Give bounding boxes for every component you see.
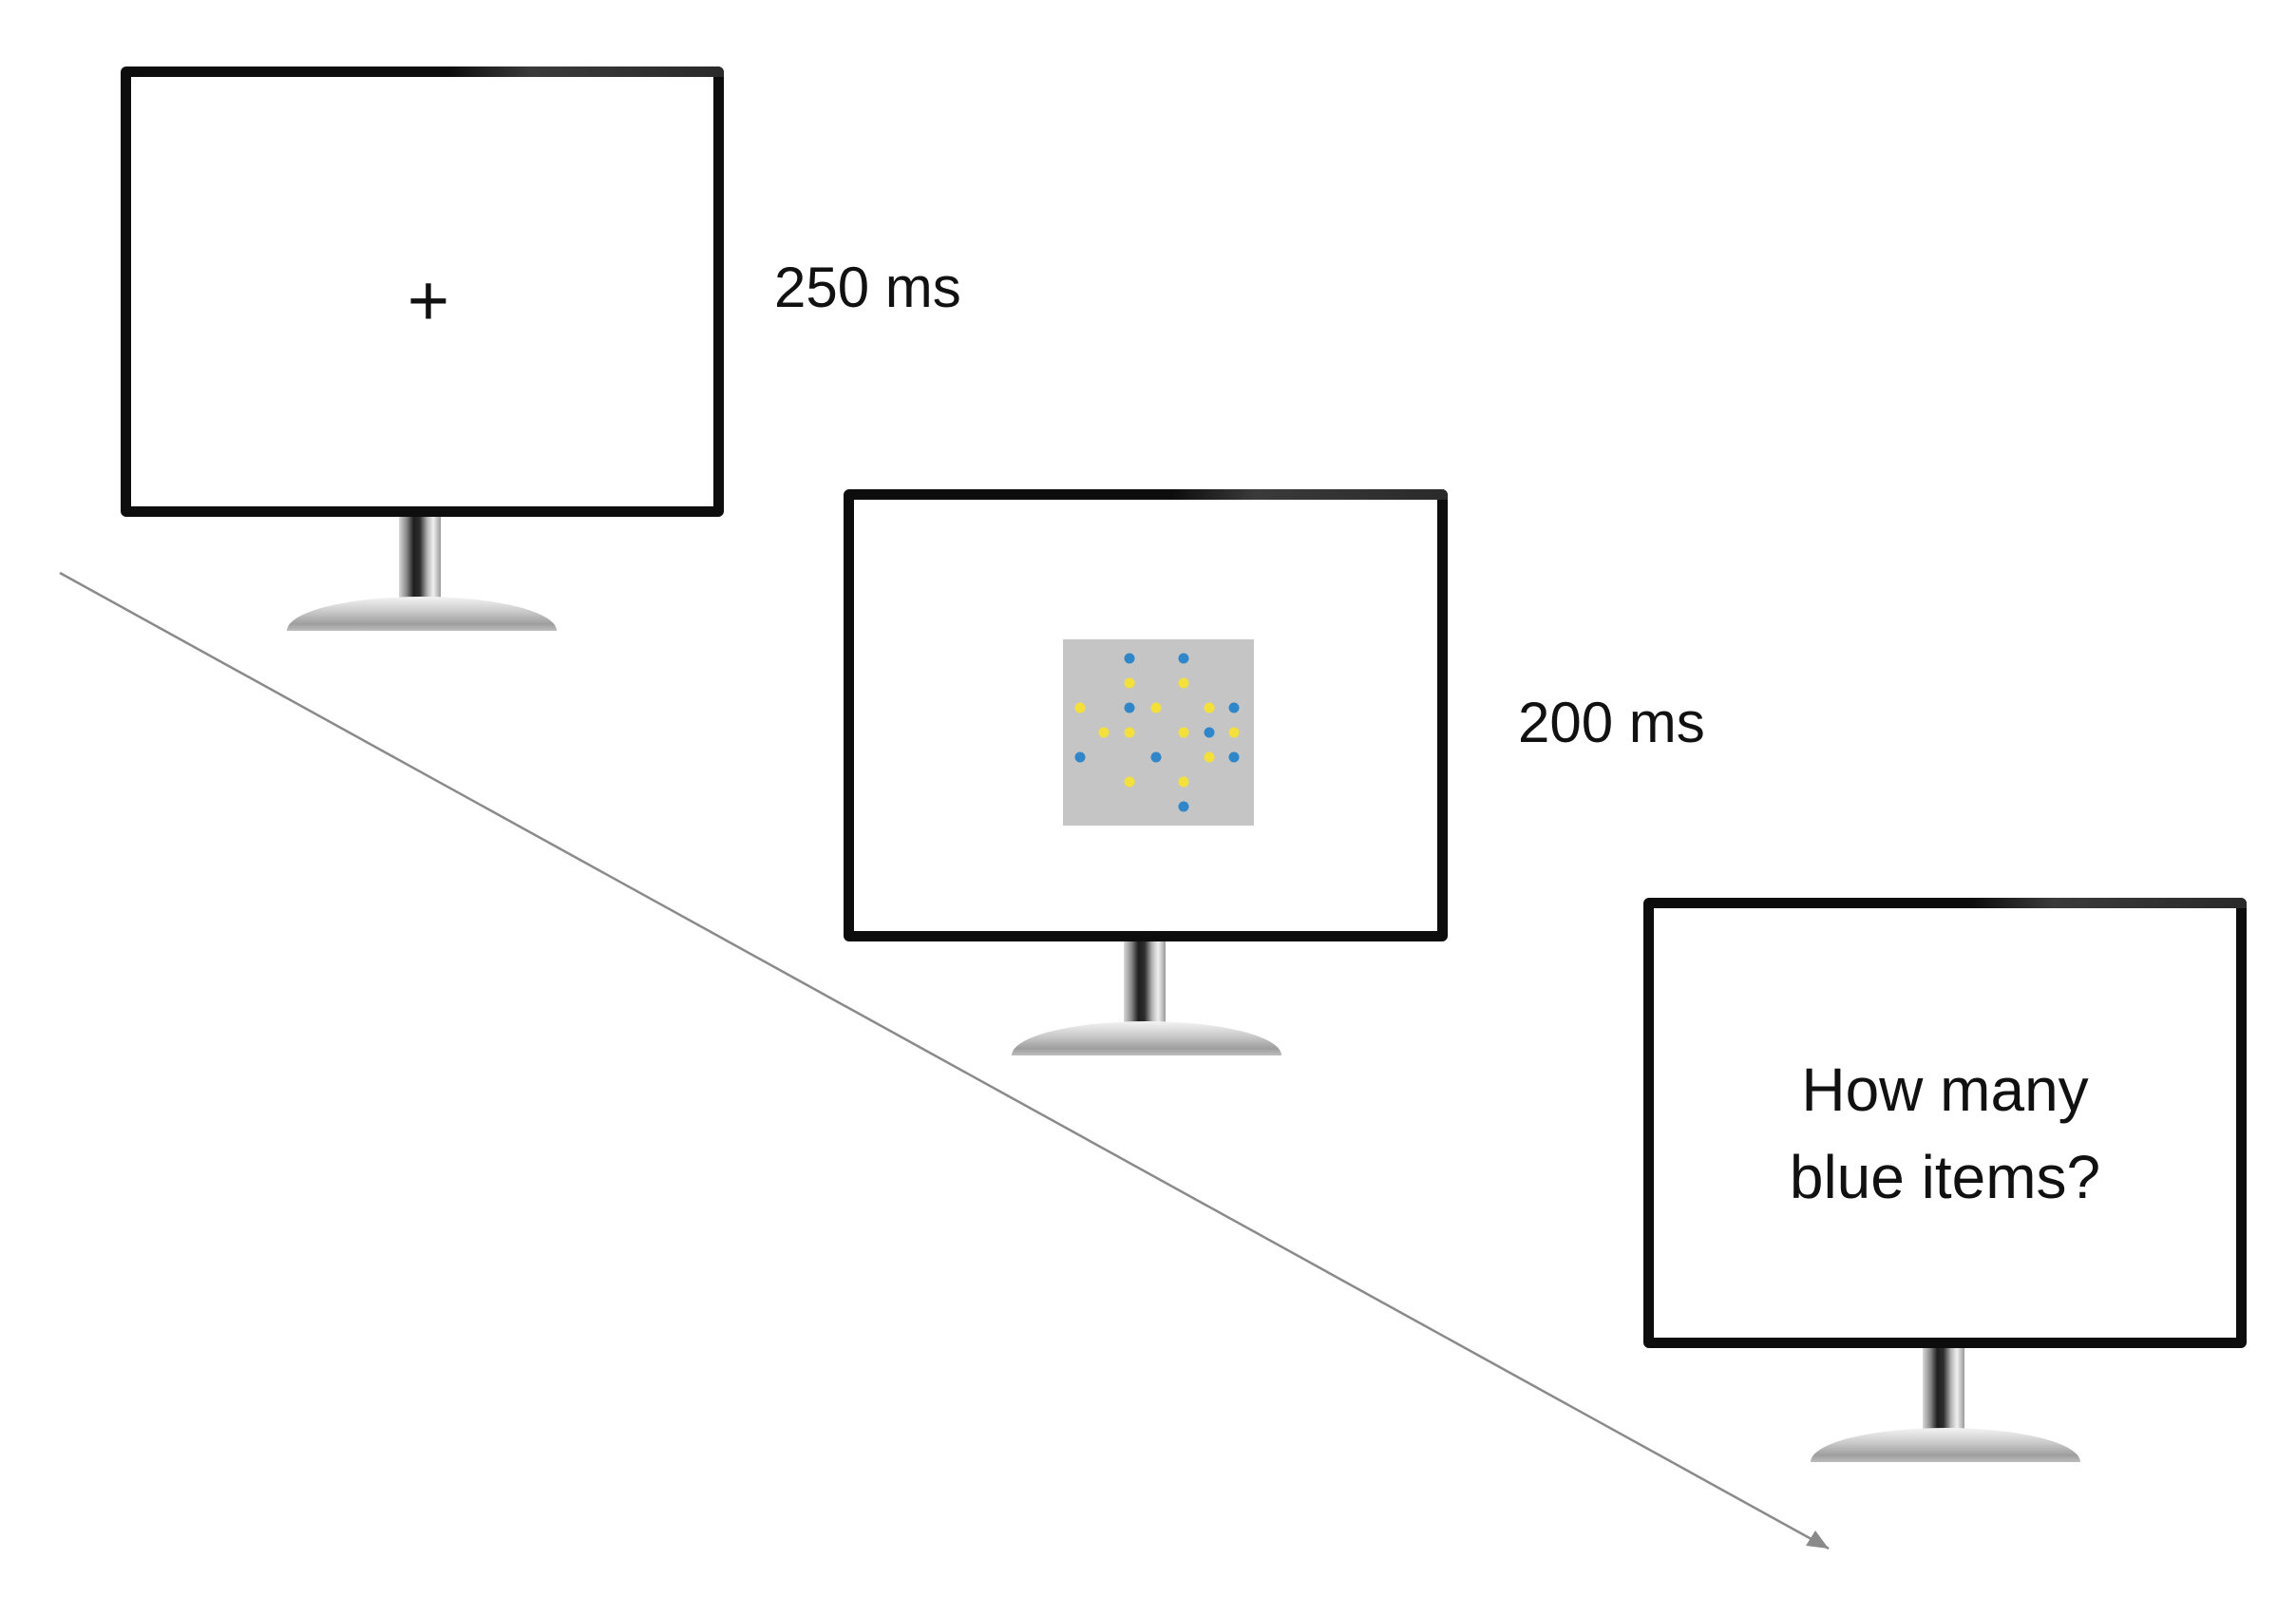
timeline-arrowhead [1806,1530,1829,1549]
screen-bezel-highlight [448,67,724,77]
timeline-line [59,571,1830,1550]
blue-dot [1178,801,1189,812]
monitor-stand-neck [1124,941,1166,1022]
screen-bezel-highlight [1172,489,1448,500]
fixation-cross: + [407,260,450,341]
blue-dot [1228,702,1240,713]
blue-dot [1074,751,1086,763]
yellow-dot [1150,702,1162,713]
blue-dot [1228,751,1240,763]
yellow-dot [1124,727,1135,738]
yellow-dot [1178,677,1189,689]
monitor-screen: How many blue items? [1643,898,2247,1348]
blue-dot [1124,653,1135,664]
monitor-screen: + [121,67,724,517]
question-line-1: How many [1801,1055,2089,1124]
yellow-dot [1204,702,1215,713]
blue-dot [1124,702,1135,713]
blue-dot [1178,653,1189,664]
yellow-dot [1178,776,1189,788]
yellow-dot [1178,727,1189,738]
screen-bezel-highlight [1971,898,2247,908]
yellow-dot [1124,677,1135,689]
yellow-dot [1228,727,1240,738]
stimulus-dot-array [1063,639,1254,826]
yellow-dot [1124,776,1135,788]
duration-label-fixation: 250 ms [774,256,961,319]
yellow-dot [1098,727,1110,738]
duration-label-stimulus: 200 ms [1518,691,1705,754]
blue-dot [1150,751,1162,763]
question-prompt: How many blue items? [1654,1046,2236,1221]
yellow-dot [1074,702,1086,713]
monitor-stand-neck [1923,1348,1964,1429]
monitor-stand-neck [399,517,441,598]
yellow-dot [1204,751,1215,763]
monitor-screen [844,489,1448,941]
blue-dot [1204,727,1215,738]
question-line-2: blue items? [1789,1143,2101,1211]
